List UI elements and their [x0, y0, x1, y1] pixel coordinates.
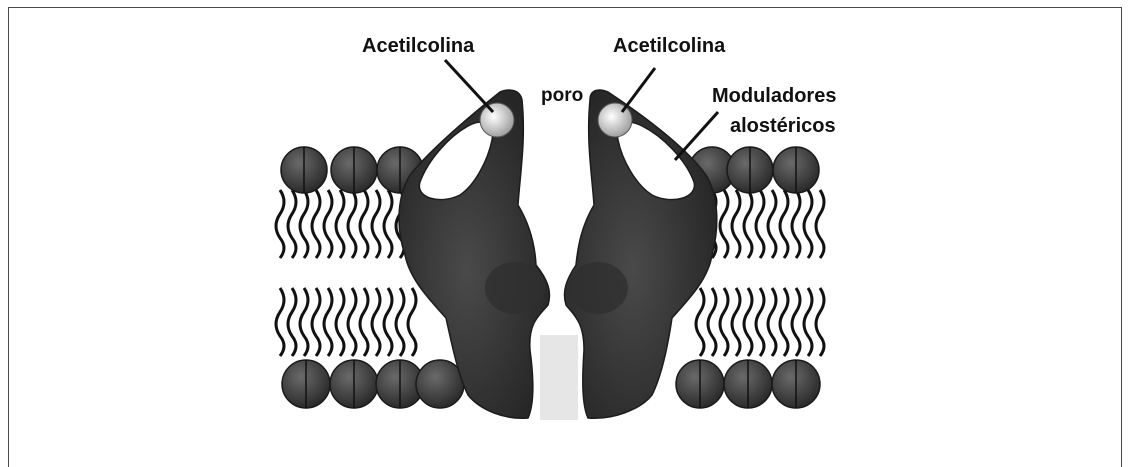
left-acetylcholine-ligand: [480, 103, 514, 137]
right-acetylcholine-pointer: [622, 68, 655, 112]
modulators-label-line2: alostéricos: [730, 115, 836, 137]
left-acetylcholine-label: Acetilcolina: [362, 35, 475, 57]
right-acetylcholine-label: Acetilcolina: [613, 35, 726, 57]
pore-label: poro: [541, 85, 583, 106]
left-acetylcholine-pointer: [445, 60, 493, 112]
pore-channel: [540, 335, 578, 420]
modulators-label-line1: Moduladores: [712, 85, 836, 107]
lipid-head: [416, 360, 464, 408]
right-acetylcholine-ligand: [598, 103, 632, 137]
